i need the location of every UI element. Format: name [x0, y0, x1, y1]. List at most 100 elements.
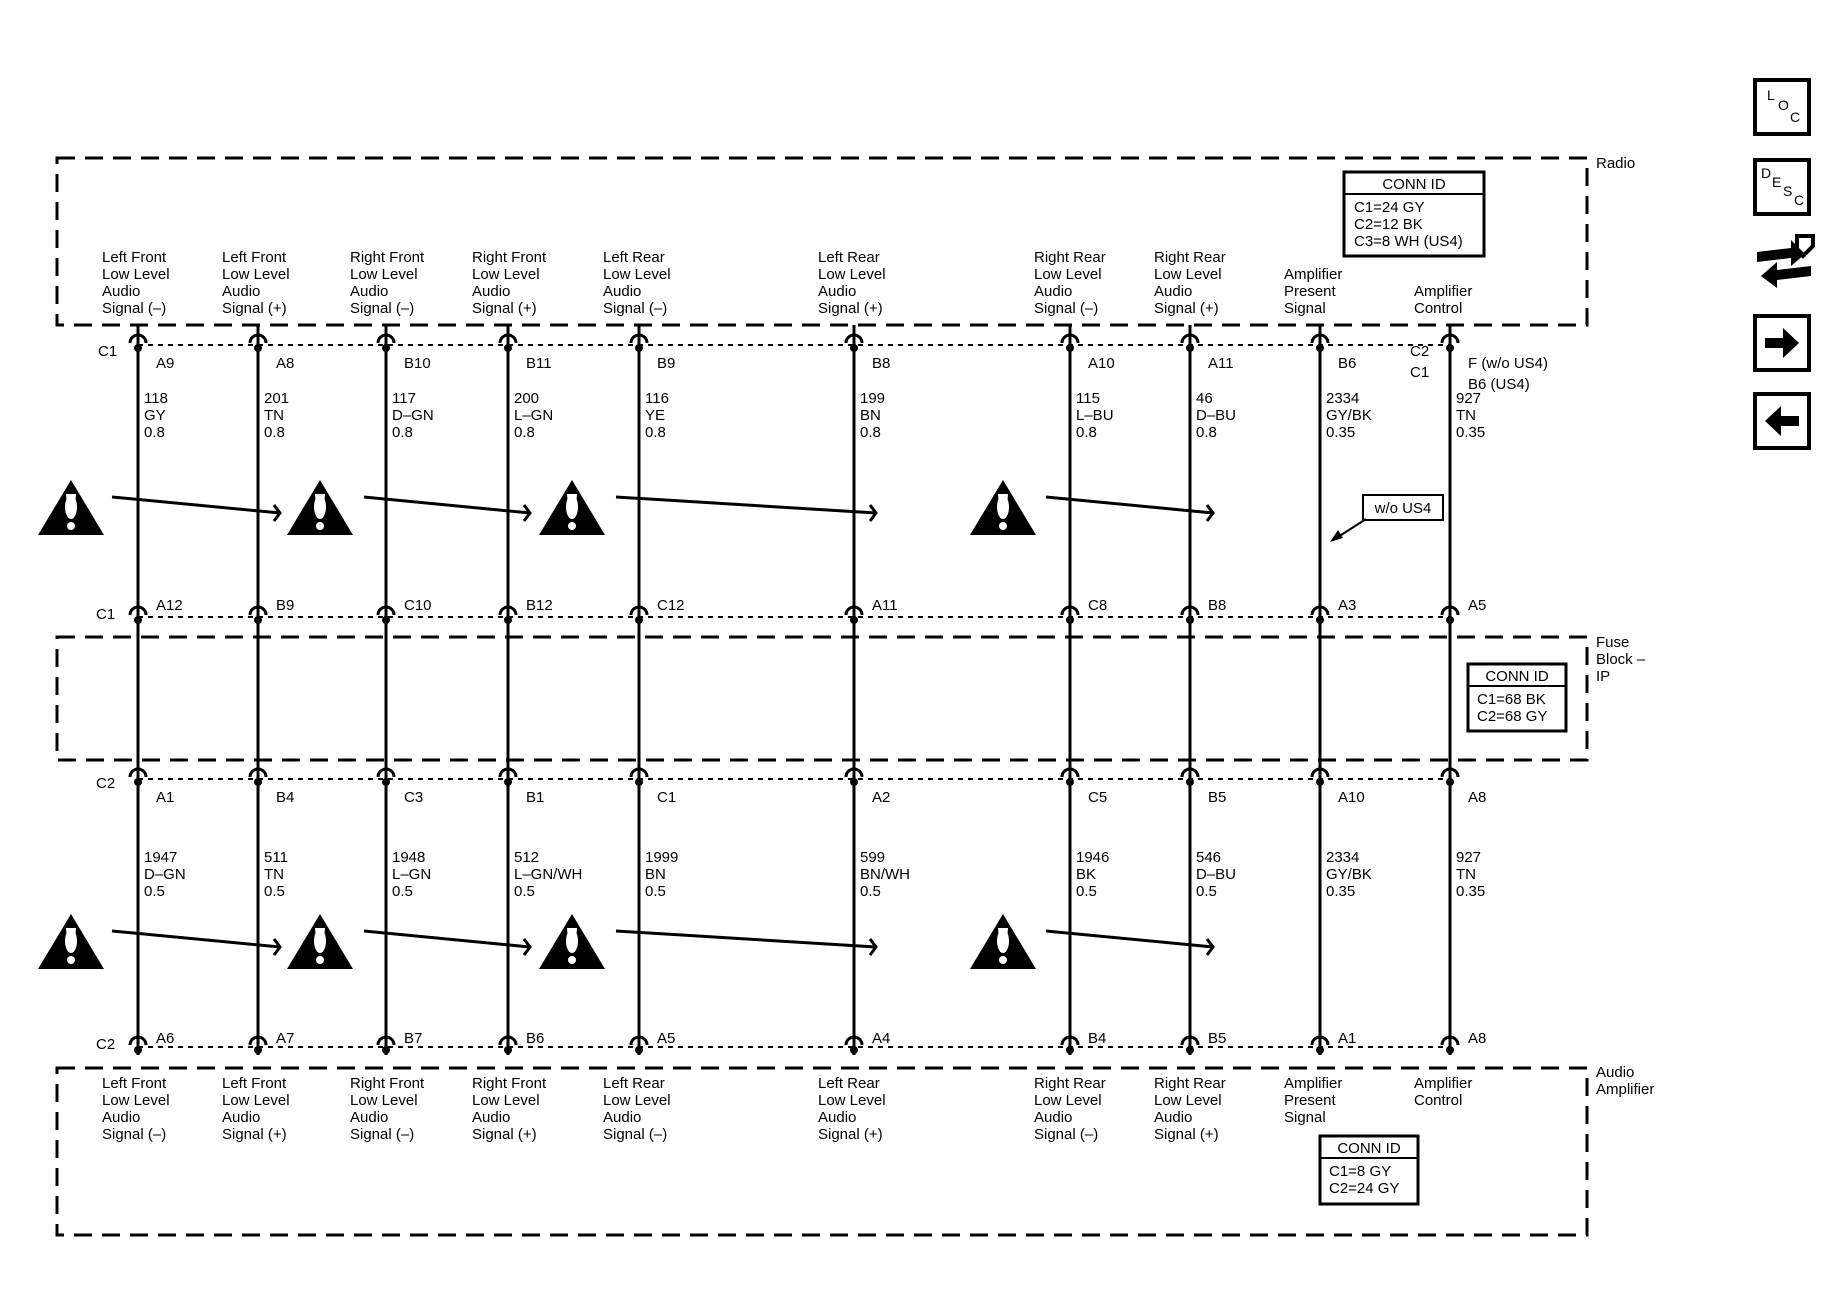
wire-upper-info: 0.8 [144, 424, 165, 441]
radio-signal-label: Amplifier [1284, 266, 1342, 283]
wire-upper-info: L–BU [1076, 407, 1114, 424]
amplifier-signal-label: Low Level [818, 1092, 886, 1109]
next-page-button[interactable] [1753, 314, 1811, 372]
wire-lower-info: 0.5 [144, 883, 165, 900]
fuse-block-label-1: Fuse [1596, 634, 1629, 651]
wire-lower-info: 1946 [1076, 849, 1109, 866]
twist-arrow [363, 929, 531, 949]
amplifier-signal-label: Audio [1154, 1109, 1192, 1126]
wire-lower-info: TN [264, 866, 284, 883]
fuse-bottom-pin: A2 [872, 789, 890, 806]
wire-lower-info: TN [1456, 866, 1476, 883]
wire-lower-info: D–GN [144, 866, 186, 883]
fuse-top-pin: C10 [404, 597, 432, 614]
wire-upper-info: 2334 [1326, 390, 1359, 407]
wire-lower-info: 0.5 [264, 883, 285, 900]
amplifier-signal-label: Control [1414, 1092, 1462, 1109]
radio-signal-label: Low Level [102, 266, 170, 283]
fuse-block-outline [55, 635, 1589, 762]
wire-lower-info: 2334 [1326, 849, 1359, 866]
wire-upper-info: 927 [1456, 390, 1481, 407]
radio-signal-label: Signal (+) [818, 300, 883, 317]
amplifier-signal-label: Audio [1034, 1109, 1072, 1126]
loc-letter: O [1778, 97, 1789, 113]
fuse-top-pin: C8 [1088, 597, 1107, 614]
wire-lower-info: 511 [264, 849, 288, 866]
wire-lower-info: 1947 [144, 849, 177, 866]
wire-lower-info: D–BU [1196, 866, 1236, 883]
conn-id-line: C3=8 WH (US4) [1354, 233, 1463, 250]
wire-upper-info: 201 [264, 390, 289, 407]
radio-signal-label: Signal (+) [222, 300, 287, 317]
desc-letter: C [1794, 192, 1804, 208]
radio-signal-label: Signal (–) [603, 300, 667, 317]
amplifier-signal-label: Signal (+) [222, 1126, 287, 1143]
wire-upper-info: 0.35 [1326, 424, 1355, 441]
desc-letter: S [1783, 183, 1792, 199]
amplifier-signal-label: Left Front [222, 1075, 287, 1092]
radio-signal-label: Audio [1154, 283, 1192, 300]
radio-signal-label: Present [1284, 283, 1337, 300]
wire-upper-info: 0.8 [645, 424, 666, 441]
connector-id: C1 [98, 343, 117, 360]
radio-signal-label: Amplifier [1414, 283, 1472, 300]
amplifier-signal-label: Signal (–) [603, 1126, 667, 1143]
wire-lower-info: 0.5 [860, 883, 881, 900]
fuse-bottom-pin: A10 [1338, 789, 1365, 806]
radio-pin: B9 [657, 355, 675, 372]
amplifier-pin: B4 [1088, 1030, 1106, 1047]
wire-lower-info: 0.5 [514, 883, 535, 900]
wire-upper-info: 117 [392, 390, 416, 407]
conn-id-line: C1=24 GY [1354, 199, 1424, 216]
wire-lower-info: 0.5 [1196, 883, 1217, 900]
radio-label: Radio [1596, 155, 1635, 172]
amplifier-pin: A6 [156, 1030, 174, 1047]
radio-signal-label: Low Level [350, 266, 418, 283]
conn-id-title: CONN ID [1337, 1140, 1401, 1157]
radio-pin: A9 [156, 355, 174, 372]
amplifier-label-1: Audio [1596, 1064, 1634, 1081]
connector-id: C2 [1410, 343, 1429, 360]
radio-signal-label: Audio [350, 283, 388, 300]
wire-upper-info: 0.35 [1456, 424, 1485, 441]
wire-lower-info: BN/WH [860, 866, 910, 883]
amplifier-signal-label: Audio [603, 1109, 641, 1126]
radio-signal-label: Low Level [818, 266, 886, 283]
fuse-top-pin: A12 [156, 597, 183, 614]
fuse-bottom-pin: B1 [526, 789, 544, 806]
fuse-top-pin: B9 [276, 597, 294, 614]
wire-lower-info: 0.5 [1076, 883, 1097, 900]
left-arrow-icon [1765, 406, 1799, 436]
fuse-bottom-pin: B5 [1208, 789, 1226, 806]
radio-signal-label: Right Front [472, 249, 547, 266]
amplifier-signal-label: Low Level [222, 1092, 290, 1109]
wire-lower-info: 512 [514, 849, 539, 866]
location-button[interactable]: L O C [1753, 78, 1811, 136]
fuse-top-pin: A3 [1338, 597, 1356, 614]
radio-signal-label: Low Level [1154, 266, 1222, 283]
amplifier-pin: B7 [404, 1030, 422, 1047]
wire-upper-info: 46 [1196, 390, 1213, 407]
connector-id: C2 [96, 1036, 115, 1053]
fuse-bottom-pin: C5 [1088, 789, 1107, 806]
amplifier-signal-label: Signal [1284, 1109, 1326, 1126]
wire-lower-info: 1999 [645, 849, 678, 866]
radio-signal-label: Signal (+) [1154, 300, 1219, 317]
loc-letter: L [1767, 87, 1775, 103]
amplifier-label-2: Amplifier [1596, 1081, 1654, 1098]
option-callout: w/o US4 [1330, 494, 1444, 542]
amplifier-signal-label: Low Level [603, 1092, 671, 1109]
description-button[interactable]: D E S C [1753, 158, 1811, 216]
fuse-block-label-3: IP [1596, 668, 1610, 685]
wire-upper-info: L–GN [514, 407, 553, 424]
connector-tool-button[interactable] [1753, 230, 1815, 288]
option-note: w/o US4 [1374, 500, 1432, 517]
previous-page-button[interactable] [1753, 392, 1811, 450]
wire-upper-info: GY/BK [1326, 407, 1372, 424]
connector-id: C1 [1410, 364, 1429, 381]
wire-upper-info: 0.8 [392, 424, 413, 441]
radio-pin: A11 [1208, 355, 1234, 372]
